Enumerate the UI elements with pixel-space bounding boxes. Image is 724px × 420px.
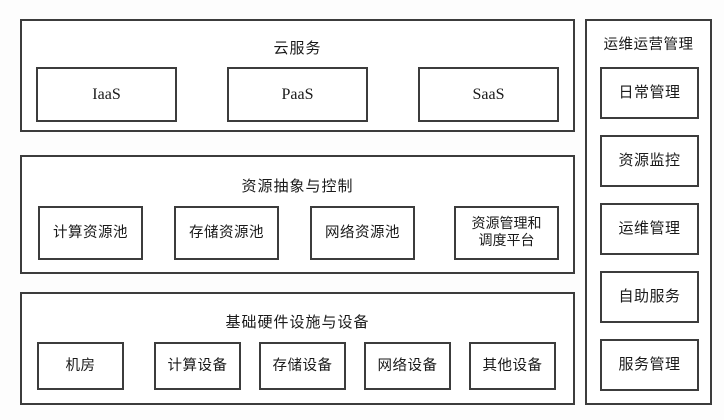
node-datacenter-room-label: 机房 — [65, 357, 96, 374]
node-datacenter-room[interactable]: 机房 — [37, 342, 124, 390]
node-iaas[interactable]: IaaS — [36, 67, 177, 122]
node-compute-device[interactable]: 计算设备 — [154, 342, 241, 390]
node-saas-label: SaaS — [472, 85, 505, 103]
node-storage-resource-pool-label: 存储资源池 — [189, 224, 264, 241]
node-compute-device-label: 计算设备 — [167, 357, 228, 374]
node-saas[interactable]: SaaS — [418, 67, 559, 122]
node-resource-management-platform[interactable]: 资源管理和 调度平台 — [454, 206, 559, 260]
node-compute-resource-pool-label: 计算资源池 — [53, 224, 128, 241]
sidebar-item-ops-management-label: 运维管理 — [618, 220, 681, 237]
layer-cloud-service-title: 云服务 — [273, 41, 322, 57]
node-paas-label: PaaS — [281, 85, 314, 103]
layer-hardware-infrastructure-title: 基础硬件设施与设备 — [225, 315, 370, 331]
node-storage-resource-pool[interactable]: 存储资源池 — [174, 206, 279, 260]
node-paas[interactable]: PaaS — [227, 67, 368, 122]
node-storage-device-label: 存储设备 — [272, 357, 333, 374]
sidebar-item-daily-management[interactable]: 日常管理 — [600, 67, 699, 119]
sidebar-ops-management-title: 运维运营管理 — [603, 37, 694, 53]
sidebar-item-resource-monitoring[interactable]: 资源监控 — [600, 135, 699, 187]
node-storage-device[interactable]: 存储设备 — [259, 342, 346, 390]
sidebar-item-self-service[interactable]: 自助服务 — [600, 271, 699, 323]
node-resource-management-platform-label: 资源管理和 调度平台 — [472, 216, 542, 251]
sidebar-item-self-service-label: 自助服务 — [618, 288, 681, 305]
sidebar-item-ops-management[interactable]: 运维管理 — [600, 203, 699, 255]
layer-resource-abstraction: 资源抽象与控制 计算资源池 存储资源池 网络资源池 资源管理和 调度平台 — [20, 155, 575, 274]
node-resource-management-platform-label-line1: 资源管理和 — [471, 216, 542, 232]
node-network-device[interactable]: 网络设备 — [364, 342, 451, 390]
node-other-device-label: 其他设备 — [482, 357, 543, 374]
layer-resource-abstraction-title: 资源抽象与控制 — [241, 179, 354, 195]
node-network-device-label: 网络设备 — [377, 357, 438, 374]
sidebar-item-service-management[interactable]: 服务管理 — [600, 339, 699, 391]
sidebar-item-daily-management-label: 日常管理 — [618, 84, 681, 101]
sidebar-item-service-management-label: 服务管理 — [618, 356, 681, 373]
node-network-resource-pool-label: 网络资源池 — [325, 224, 400, 241]
sidebar-item-resource-monitoring-label: 资源监控 — [618, 152, 681, 169]
node-network-resource-pool[interactable]: 网络资源池 — [310, 206, 415, 260]
node-compute-resource-pool[interactable]: 计算资源池 — [38, 206, 143, 260]
layer-cloud-service: 云服务 IaaS PaaS SaaS — [20, 19, 575, 132]
sidebar-ops-management: 运维运营管理 日常管理 资源监控 运维管理 自助服务 服务管理 — [585, 19, 712, 405]
node-iaas-label: IaaS — [92, 85, 121, 103]
node-resource-management-platform-label-line2: 调度平台 — [478, 234, 535, 249]
layer-hardware-infrastructure: 基础硬件设施与设备 机房 计算设备 存储设备 网络设备 其他设备 — [20, 292, 575, 405]
node-other-device[interactable]: 其他设备 — [469, 342, 556, 390]
